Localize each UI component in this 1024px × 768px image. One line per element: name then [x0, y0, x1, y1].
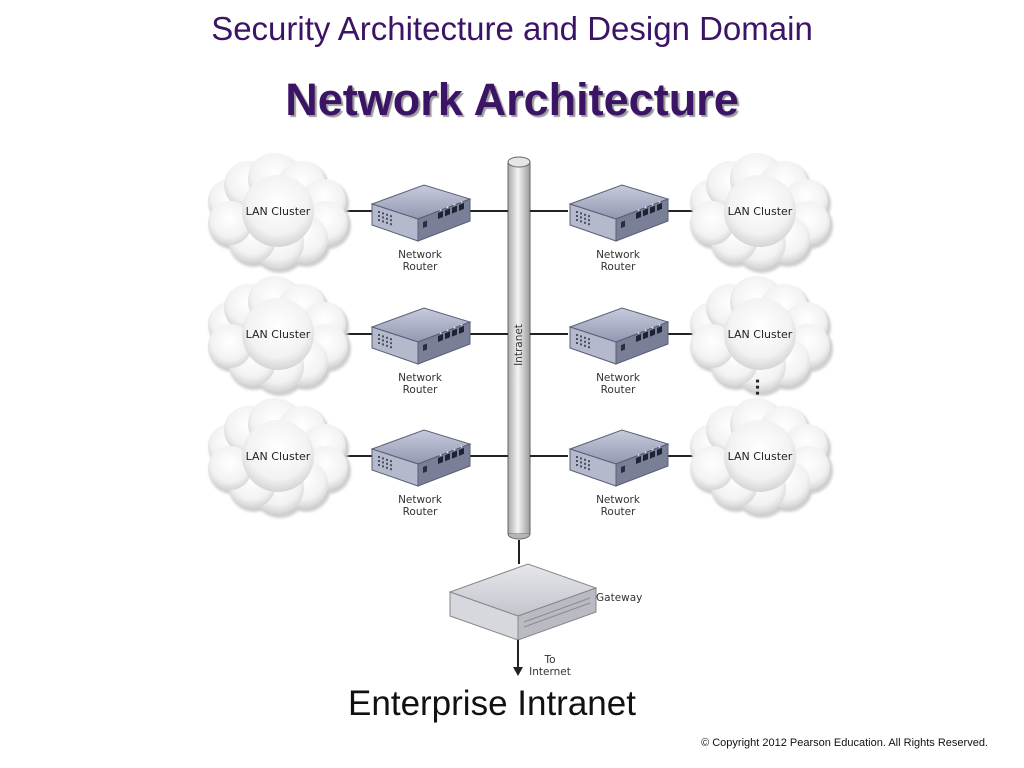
lan-cluster-label: LAN Cluster — [246, 205, 311, 218]
router-label-line2: Router — [601, 261, 636, 273]
diagram-caption: Enterprise Intranet — [348, 684, 636, 723]
copyright-notice: © Copyright 2012 Pearson Education. All … — [701, 737, 988, 749]
router-label-line1: Network — [398, 494, 443, 506]
router-label-line1: Network — [596, 372, 641, 384]
network-router — [568, 184, 670, 242]
router-label-line2: Router — [403, 384, 438, 396]
router-label-line2: Router — [403, 261, 438, 273]
continuation-marker: ... — [752, 378, 771, 396]
domain-title: Security Architecture and Design Domain — [211, 10, 813, 47]
lan-cluster-cloud — [208, 398, 351, 518]
network-router — [568, 429, 670, 487]
lan-cluster-label: LAN Cluster — [728, 328, 793, 341]
network-router — [370, 184, 472, 242]
gateway-device — [448, 540, 598, 676]
lan-cluster-label: LAN Cluster — [728, 205, 793, 218]
lan-cluster-cloud — [208, 153, 351, 273]
backbone-label: Intranet — [513, 324, 525, 366]
lan-cluster-cloud — [208, 276, 351, 396]
internet-label-line1: To — [543, 654, 555, 666]
router-label-line2: Router — [601, 506, 636, 518]
router-label-line1: Network — [398, 372, 443, 384]
lan-cluster-cloud — [690, 276, 833, 396]
network-router — [370, 307, 472, 365]
gateway-label: Gateway — [596, 592, 642, 604]
router-label-line2: Router — [403, 506, 438, 518]
router-label-line1: Network — [596, 249, 641, 261]
slide-title: Network Architecture — [285, 74, 739, 125]
lan-cluster-label: LAN Cluster — [728, 450, 793, 463]
lan-cluster-cloud — [690, 153, 833, 273]
network-router — [568, 307, 670, 365]
router-label-line2: Router — [601, 384, 636, 396]
intranet-backbone: Intranet — [507, 156, 531, 540]
internet-label-line2: Internet — [529, 666, 571, 678]
lan-cluster-label: LAN Cluster — [246, 450, 311, 463]
router-label-line1: Network — [596, 494, 641, 506]
router-label-line1: Network — [398, 249, 443, 261]
lan-cluster-label: LAN Cluster — [246, 328, 311, 341]
lan-cluster-cloud — [690, 398, 833, 518]
network-router — [370, 429, 472, 487]
